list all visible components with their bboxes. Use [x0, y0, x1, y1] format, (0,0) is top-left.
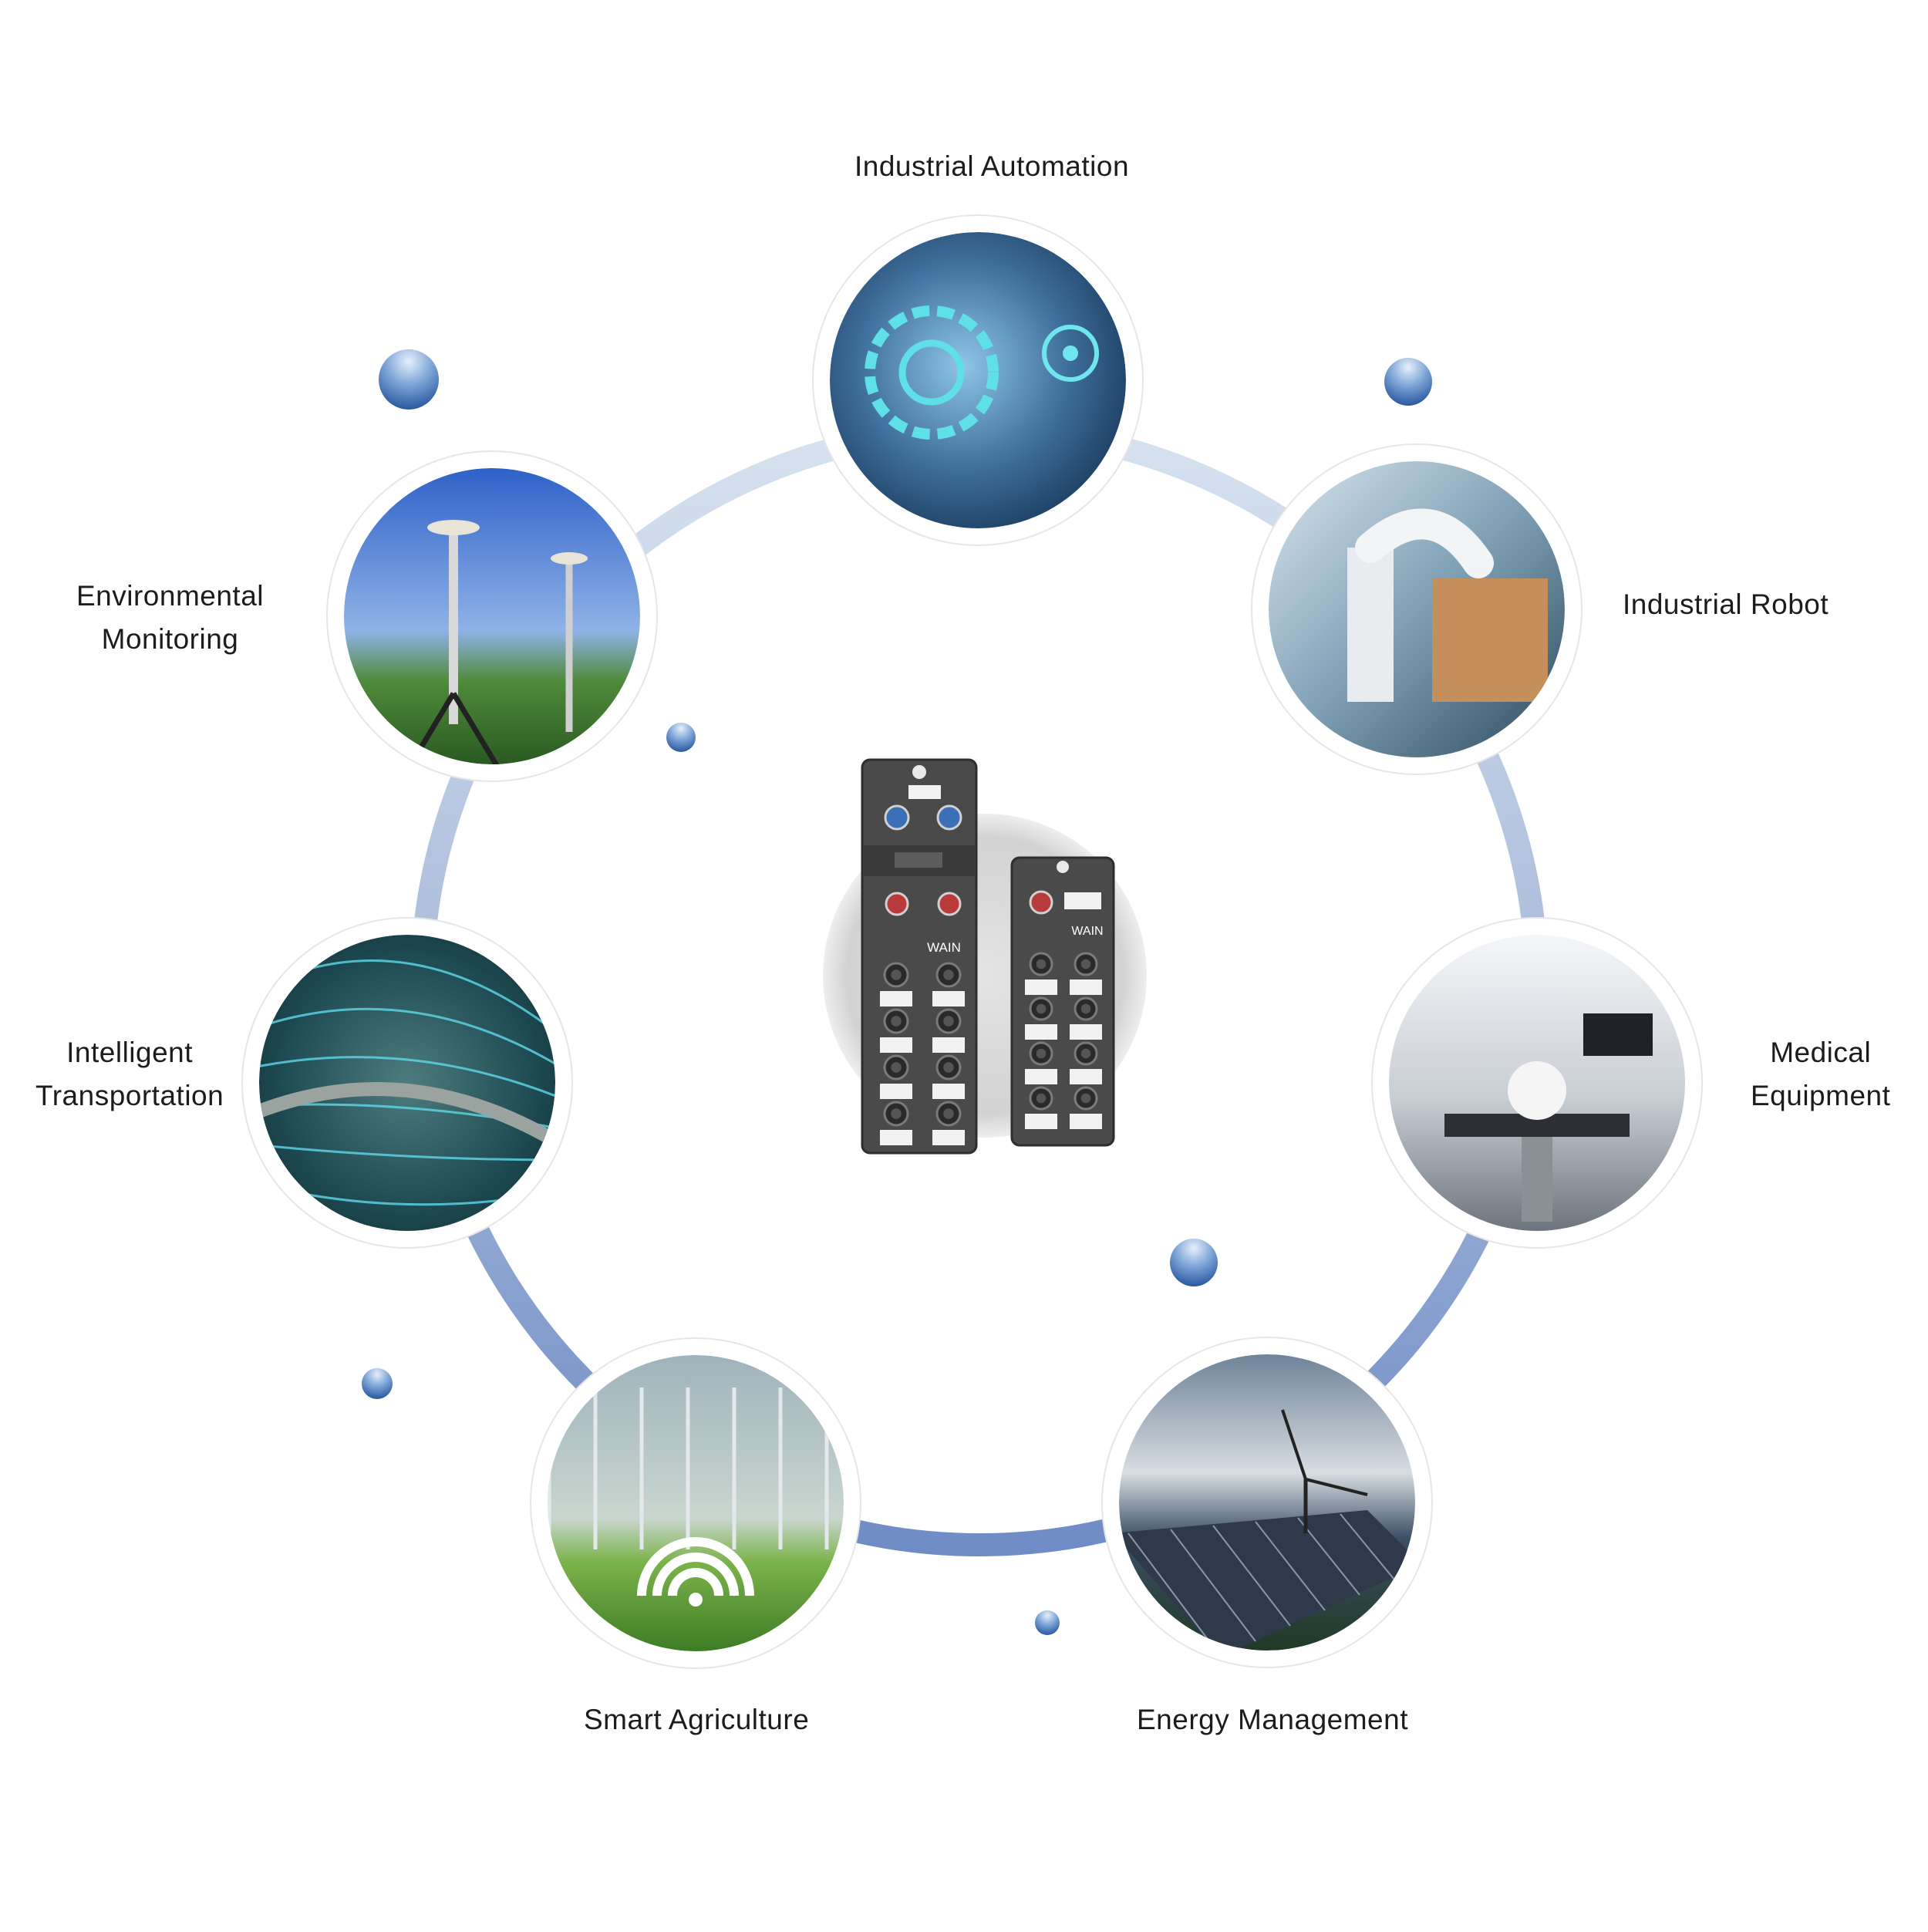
port-label-plate	[880, 1084, 912, 1099]
port-label-plate	[1070, 1069, 1102, 1084]
highway-network-photo	[259, 935, 555, 1231]
application-nodes	[241, 214, 1703, 1669]
brand-label-small: WAIN	[1071, 925, 1103, 938]
label-line: Intelligent	[66, 1037, 194, 1068]
label-line: Industrial Robot	[1623, 588, 1829, 620]
port-label-plate	[932, 1037, 965, 1053]
label-line: Transportation	[35, 1080, 224, 1111]
label-industrial-robot: Industrial Robot	[1623, 583, 1829, 626]
io-module-large: WAIN	[861, 758, 978, 1155]
label-line: Environmental	[76, 580, 265, 612]
app-node-energy-management	[1101, 1337, 1433, 1668]
app-node-medical-equipment	[1371, 917, 1703, 1249]
product-group: WAIN WAIN	[823, 758, 1147, 1155]
brand-label-large: WAIN	[927, 940, 961, 955]
label-industrial-automation: Industrial Automation	[854, 145, 1129, 188]
port-in-blue	[884, 804, 910, 831]
port-out-blue	[936, 804, 962, 831]
port-label-plate	[1025, 1069, 1057, 1084]
label-line: Monitoring	[101, 623, 239, 655]
app-node-intelligent-transportation	[241, 917, 573, 1249]
io-module-small: WAIN	[1010, 856, 1115, 1147]
decorative-dots	[362, 349, 1432, 1635]
decorative-dot	[1384, 358, 1432, 406]
port-label-plate	[880, 1130, 912, 1145]
robot-arm-photo	[1269, 461, 1565, 757]
port-label-plate	[1070, 1024, 1102, 1040]
decorative-dot	[362, 1368, 393, 1399]
app-node-industrial-robot	[1251, 443, 1583, 775]
decorative-dot	[1170, 1239, 1218, 1286]
port-label-plate	[932, 1130, 965, 1145]
port-label-plate	[1070, 1114, 1102, 1129]
decorative-dot	[666, 723, 696, 752]
port-label-plate	[1025, 1024, 1057, 1040]
decorative-dot	[1035, 1610, 1060, 1635]
weather-station-photo	[344, 468, 640, 764]
port-label-plate	[932, 991, 965, 1006]
port-label-plate	[932, 1084, 965, 1099]
port-label-plate	[880, 991, 912, 1006]
port-power-red-2	[937, 892, 962, 916]
wind-solar-photo	[1119, 1354, 1415, 1650]
port-power-red-1	[885, 892, 909, 916]
decorative-dot	[379, 349, 439, 410]
app-node-industrial-automation	[812, 214, 1144, 546]
label-line: Smart Agriculture	[584, 1704, 810, 1735]
label-line: Industrial Automation	[854, 150, 1130, 182]
label-line: Medical	[1770, 1037, 1872, 1068]
port-label-plate	[880, 1037, 912, 1053]
port-label-plate	[1025, 1114, 1057, 1129]
greenhouse-wifi-photo	[548, 1355, 844, 1651]
label-smart-agriculture: Smart Agriculture	[584, 1698, 809, 1741]
port-label-plate	[1025, 979, 1057, 995]
surgical-robot-photo	[1389, 935, 1685, 1231]
port-power-red-3	[1029, 890, 1053, 915]
label-line: Equipment	[1751, 1080, 1891, 1111]
label-energy-management: Energy Management	[1137, 1698, 1408, 1741]
app-node-environmental-monitoring	[326, 450, 658, 782]
label-line: Energy Management	[1137, 1704, 1408, 1735]
app-node-smart-agriculture	[530, 1337, 861, 1669]
gear-automation-photo	[830, 232, 1126, 528]
port-label-plate	[1070, 979, 1102, 995]
